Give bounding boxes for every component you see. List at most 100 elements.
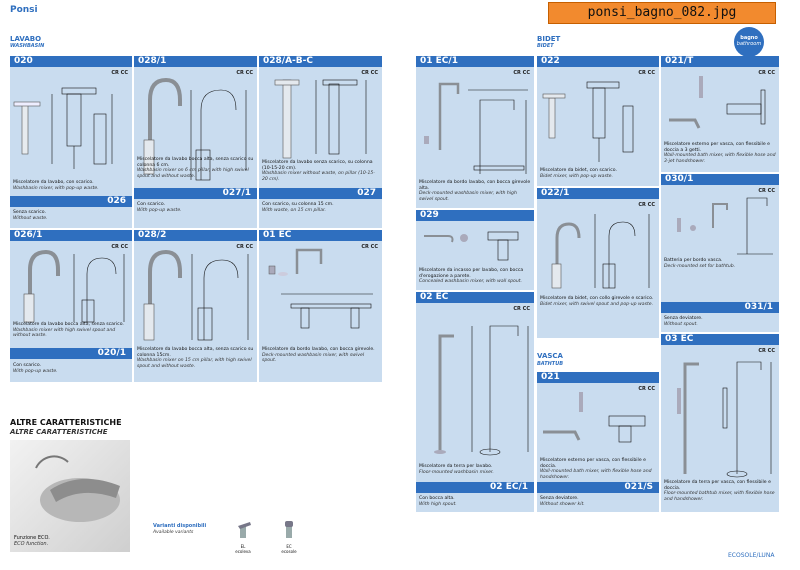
- code: 02 EC/1: [490, 482, 528, 492]
- desc-en: Wall-mounted bath mixer, with flexible h…: [540, 469, 652, 480]
- variant-ec-line2: ecosole: [281, 549, 297, 554]
- filename-text: ponsi_bagno_082.jpg: [587, 5, 737, 20]
- code: 031/1: [744, 302, 773, 312]
- desc-it: Miscelatore da terra per vasca, con fles…: [664, 480, 771, 491]
- product-028-abc: 028/A-B-C CR CC Miscelatore da lavabo se…: [259, 56, 382, 228]
- desc-01-ec-1: Miscelatore da bordo lavabo, con bocca g…: [419, 180, 531, 202]
- filename-label: ponsi_bagno_082.jpg: [548, 2, 776, 24]
- cert: CR CC: [236, 244, 253, 250]
- desc-027: Con scarico, su colonna 15 cm. With wast…: [262, 202, 379, 213]
- section-lavabo-subtitle: WASHBASIN: [10, 43, 45, 49]
- faucet-drawing-028-1: [143, 77, 247, 181]
- variant-ec-icon: [285, 521, 293, 538]
- section-bidet-subtitle: BIDET: [537, 43, 554, 49]
- code-bar: 021: [537, 372, 659, 383]
- faucet-drawing-03-ec: [677, 361, 772, 478]
- code: 027/1: [222, 188, 251, 198]
- bathroom-badge: bagno bathroom: [734, 27, 764, 57]
- code-bar: 01 EC/1: [416, 56, 534, 67]
- product-01-ec: 01 EC CR CC Miscelatore da bordo lavabo,…: [259, 230, 382, 382]
- footer-label: ECOSOLE/LUNA: [728, 552, 775, 559]
- code-bar-031-1: 031/1: [661, 302, 779, 313]
- code-bar-027: 027: [259, 188, 382, 199]
- desc-027-1: Con scarico. With pop-up waste.: [137, 202, 254, 213]
- desc-022: Miscelatore da bidet, con scarico. Bidet…: [540, 168, 656, 179]
- code-bar-020-1: 020/1: [10, 348, 132, 359]
- section-vasca-title: VASCA: [537, 352, 563, 360]
- cert: CR CC: [758, 188, 775, 194]
- faucet-drawing-02-ec: [434, 325, 529, 456]
- desc-en: Washbasin mixer, with pop-up waste.: [13, 185, 99, 191]
- section-bidet-title: BIDET: [537, 35, 561, 43]
- desc-it: Miscelatore da terra per lavabo.: [419, 464, 493, 469]
- cert: CR CC: [758, 348, 775, 354]
- desc-it: Con scarico, su colonna 15 cm.: [262, 202, 334, 207]
- code: 022: [541, 56, 560, 66]
- product-022-1: 022/1 CR CC Miscelatore da bidet, con co…: [537, 188, 659, 338]
- faucet-drawing-020: [13, 87, 113, 169]
- code-bar: 022/1: [537, 188, 659, 199]
- code: 022/1: [541, 188, 570, 198]
- desc-en: Washbasin mixer without waste, on pillar…: [262, 171, 375, 182]
- product-020: 020 CR CC Miscelatore da lavabo, con sca…: [10, 56, 132, 228]
- product-028-2: 028/2 CR CC Miscelatore da lavabo bocca …: [134, 230, 257, 382]
- variant-el-line2: ecoleva: [235, 549, 251, 554]
- desc-028-2: Miscelatore da lavabo bocca alta, senza …: [137, 347, 254, 369]
- desc-020: Miscelatore da lavabo, con scarico. Wash…: [13, 180, 129, 191]
- cert: CR CC: [638, 386, 655, 392]
- code: 026: [107, 196, 126, 206]
- code: 028/A-B-C: [263, 56, 313, 66]
- faucet-drawing-01-ec: [268, 248, 373, 329]
- cert: CR CC: [111, 70, 128, 76]
- desc-022-1: Miscelatore da bidet, con collo girevole…: [540, 296, 656, 307]
- desc-en: Washbasin mixer with high swivel spout a…: [13, 327, 116, 339]
- desc-en: Without shower kit.: [540, 501, 585, 507]
- faucet-drawing-026-1: [23, 249, 125, 323]
- desc-020-1: Con scarico. With pop-up waste.: [13, 363, 129, 374]
- code: 029: [420, 210, 439, 220]
- code: 020: [14, 56, 33, 66]
- code: 01 EC: [263, 230, 292, 240]
- section-lavabo-title: LAVABO: [10, 35, 42, 43]
- desc-it: Miscelatore esterno per vasca, con fless…: [664, 142, 770, 153]
- desc-030-1: Batteria per bordo vasca. Deck-mounted s…: [664, 258, 776, 269]
- desc-021: Miscelatore esterno per vasca, con fless…: [540, 458, 656, 480]
- eco-caption: Funzione ECO. ECO function.: [14, 535, 50, 547]
- product-029: 029 Miscelatore da incasso per lavabo, c…: [416, 210, 534, 290]
- desc-en: With pop-up waste.: [13, 368, 58, 374]
- desc-it: Con scarico.: [13, 363, 42, 368]
- faucet-drawing-021: [543, 392, 646, 443]
- desc-en: With pop-up waste.: [137, 207, 182, 213]
- code: 021: [541, 372, 560, 382]
- desc-026-1: Miscelatore da lavabo bocca alta, senza …: [13, 322, 129, 339]
- desc-028-1: Miscelatore da lavabo bocca alta, senza …: [137, 157, 254, 179]
- desc-en: Concealed washbasin mixer, with wall spo…: [419, 279, 522, 285]
- variant-ec-line1: EC: [286, 544, 292, 549]
- cert: CR CC: [361, 70, 378, 76]
- desc-it: Miscelatore esterno per vasca, con fless…: [540, 458, 646, 469]
- code: 01 EC/1: [420, 56, 458, 66]
- code: 027: [357, 188, 376, 198]
- desc-it: Miscelatore da bidet, con collo girevole…: [540, 296, 654, 301]
- eco-lever-image: [35, 455, 120, 522]
- eco-caption-en: ECO function.: [14, 540, 49, 547]
- eco-photo: Funzione ECO. ECO function.: [10, 440, 130, 552]
- desc-en: Deck-mounted set for bathtub.: [664, 263, 736, 269]
- code: 026/1: [14, 230, 43, 240]
- badge-line2: bathroom: [736, 41, 762, 47]
- desc-it: Miscelatore da lavabo senza scarico, su …: [262, 160, 373, 171]
- code-bar: 021/T: [661, 56, 779, 67]
- faucet-drawing-029: [424, 231, 519, 261]
- code-bar: 01 EC: [259, 230, 382, 241]
- variants-subtitle: Available variants: [153, 530, 194, 535]
- desc-it: Miscelatore da bordo lavabo, con bocca g…: [262, 347, 375, 352]
- desc-021-s: Senza deviatore. Without shower kit.: [540, 496, 656, 507]
- desc-031-1: Senza deviatore. Without spout.: [664, 316, 776, 327]
- desc-en: Bidet mixer, with swivel spout and pop-u…: [540, 301, 654, 307]
- desc-02-ec-1: Con bocca alta. With high spout.: [419, 496, 531, 507]
- badge-line1: bagno: [740, 35, 758, 41]
- cert: CR CC: [111, 244, 128, 250]
- code-bar-021-s: 021/S: [537, 482, 659, 493]
- desc-it: Miscelatore da lavabo, con scarico.: [13, 180, 94, 185]
